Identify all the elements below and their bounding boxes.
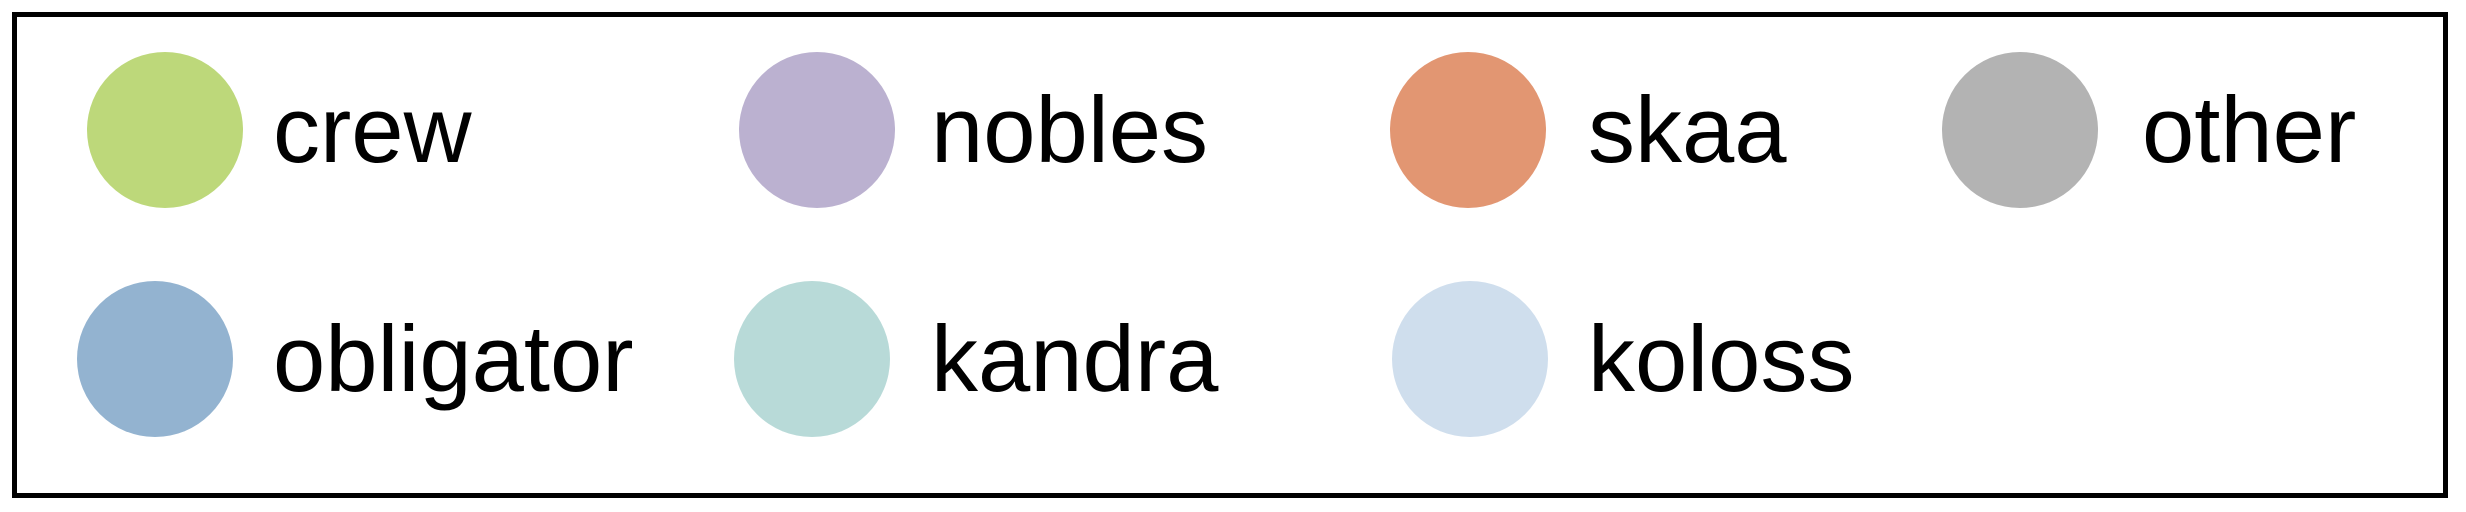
legend-label: kandra xyxy=(931,306,1219,411)
legend-label: obligator xyxy=(273,306,634,411)
legend-box: crew nobles skaa other obligator kandra … xyxy=(12,12,2448,498)
kandra-swatch-icon xyxy=(734,281,890,437)
legend-label: other xyxy=(2142,77,2357,182)
legend-label: skaa xyxy=(1588,77,1787,182)
obligator-swatch-icon xyxy=(77,281,233,437)
skaa-swatch-icon xyxy=(1390,52,1546,208)
legend-label: crew xyxy=(273,77,472,182)
nobles-swatch-icon xyxy=(739,52,895,208)
legend-label: koloss xyxy=(1588,306,1855,411)
other-swatch-icon xyxy=(1942,52,2098,208)
legend-label: nobles xyxy=(931,77,1208,182)
koloss-swatch-icon xyxy=(1392,281,1548,437)
crew-swatch-icon xyxy=(87,52,243,208)
